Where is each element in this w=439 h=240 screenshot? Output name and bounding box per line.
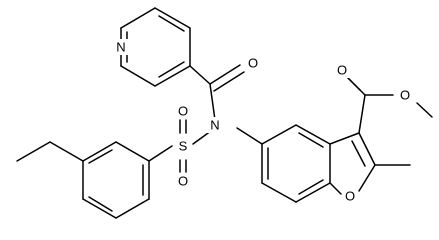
label-background	[175, 103, 191, 119]
bond	[236, 127, 263, 145]
furan-ring	[329, 132, 411, 195]
furan-oxygen-label: O	[345, 189, 355, 204]
bond	[329, 182, 342, 195]
bond	[358, 94, 366, 134]
benzofuran-benzene-ring	[236, 124, 331, 203]
bond	[115, 141, 150, 162]
bond	[88, 149, 113, 164]
methyl-ester-group	[340, 70, 433, 134]
bond	[49, 141, 84, 162]
amide-nitrogen-label: N	[210, 118, 219, 133]
bond	[261, 124, 297, 145]
bond	[358, 164, 376, 192]
bond	[213, 71, 245, 92]
ester-methoxy-oxygen-label: O	[400, 88, 410, 103]
bond	[416, 102, 433, 118]
label-background	[175, 173, 191, 189]
bond	[88, 196, 113, 212]
atom-labels: N O N S O O O O O	[113, 39, 413, 204]
bond	[16, 141, 51, 162]
bond	[158, 15, 185, 32]
label-background	[113, 39, 129, 55]
bond	[351, 140, 366, 167]
label-background	[397, 87, 413, 103]
bond	[120, 65, 156, 87]
bond	[158, 61, 185, 78]
bond	[298, 132, 324, 148]
bond	[358, 132, 376, 166]
bond	[154, 7, 191, 29]
bond	[154, 65, 191, 87]
label-background	[207, 117, 223, 133]
bond	[209, 64, 241, 85]
sulfur-label: S	[179, 139, 188, 154]
amide-carbonyl	[189, 64, 245, 121]
ester-carbonyl-oxygen-label: O	[337, 63, 347, 78]
chemical-structure-canvas: N O N S O O O O O	[16, 7, 433, 219]
bond	[261, 182, 297, 203]
ethylphenyl-ring	[16, 141, 150, 219]
label-background	[245, 55, 261, 71]
pyridine-ring	[120, 7, 191, 87]
label-background	[334, 62, 350, 78]
bond	[295, 124, 331, 145]
bond	[115, 198, 150, 219]
carbonyl-oxygen-label: O	[248, 56, 258, 71]
label-background	[342, 188, 358, 204]
bond	[148, 145, 173, 162]
bond	[295, 182, 331, 203]
bond	[298, 179, 324, 195]
pyridine-nitrogen-label: N	[116, 40, 125, 55]
sulfonyl-oxygen-top-label: O	[178, 104, 188, 119]
sulfonyl-oxygen-bottom-label: O	[178, 174, 188, 189]
bond	[189, 65, 211, 85]
bond	[329, 132, 360, 145]
bond	[82, 141, 117, 162]
bond	[209, 83, 216, 121]
molecule-structure-drawing: N O N S O O O O O	[16, 7, 433, 219]
label-background	[175, 138, 191, 154]
bond	[82, 198, 117, 219]
bond	[120, 7, 156, 29]
